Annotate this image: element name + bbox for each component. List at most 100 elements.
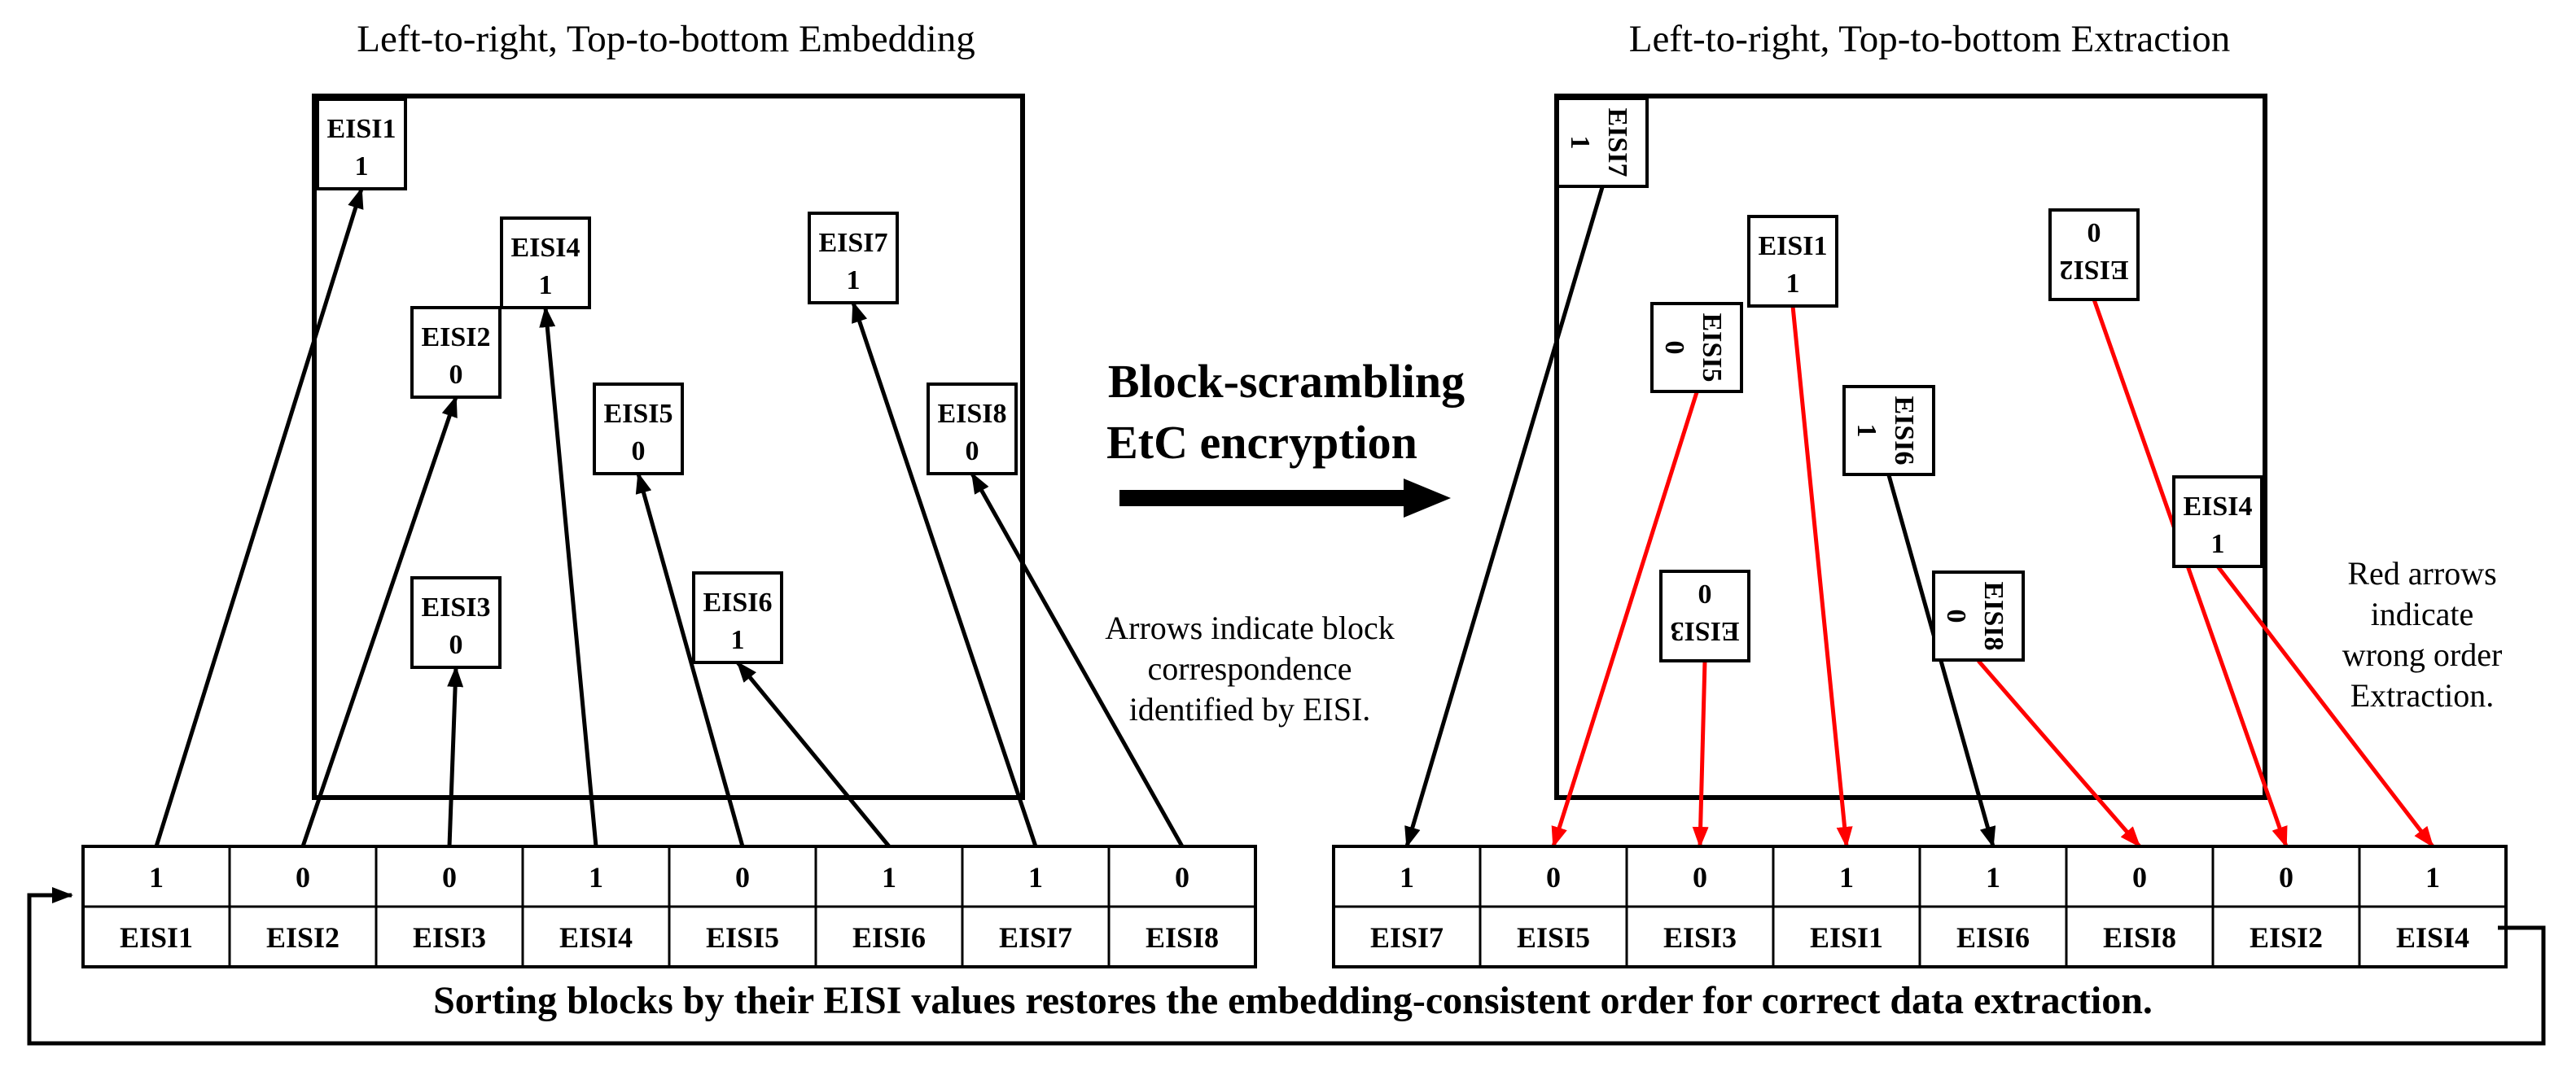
block-value: 1: [731, 625, 745, 655]
block-value: 1: [847, 265, 861, 295]
block-label: EISI4: [510, 233, 580, 263]
left-table-value-8: 0: [1175, 861, 1189, 894]
left-table-value-5: 0: [735, 861, 750, 894]
block-box: [500, 216, 591, 309]
right-table-label-1: EISI7: [1370, 921, 1444, 954]
right-block-eisi8: EISI8 0: [1932, 570, 2025, 662]
left-table-value-3: 0: [442, 861, 457, 894]
block-box: [593, 382, 684, 475]
left-block-eisi3: EISI3 0: [410, 576, 502, 669]
block-value: 1: [1786, 269, 1800, 299]
block-label: EISI1: [326, 114, 396, 144]
embedding-arrow-eisi8: [970, 472, 1185, 848]
encryption-label-line-2: EtC encryption: [1106, 416, 1417, 469]
block-label: EISI1: [1758, 231, 1827, 261]
left-block-eisi4: EISI4 1: [500, 216, 591, 309]
block-label: EISI6: [703, 588, 772, 618]
block-value: 0: [2088, 217, 2101, 247]
block-label: EISI6: [1889, 396, 1919, 465]
extraction-arrow-eisi3: [1692, 660, 1709, 848]
embedding-arrow-eisi6: [736, 661, 891, 848]
right-block-eisi6: EISI6 1: [1842, 385, 1935, 476]
block-box: [1932, 570, 2025, 662]
block-box: [410, 306, 502, 399]
block-label: EISI5: [603, 399, 672, 429]
left-table-label-1: EISI1: [120, 921, 193, 954]
right-block-eisi2: EISI2 0: [2048, 208, 2140, 301]
embedding-arrow-eisi5: [635, 472, 745, 847]
embedding-arrow-eisi4: [539, 306, 598, 847]
block-box: [316, 98, 407, 190]
encryption-arrow-head: [1404, 479, 1451, 518]
block-label: EISI8: [937, 399, 1006, 429]
block-value: 1: [539, 270, 553, 300]
left-table-value-6: 1: [882, 861, 896, 894]
block-box: [2048, 208, 2140, 301]
block-label: EISI2: [2059, 255, 2128, 285]
right-table-label-2: EISI5: [1517, 921, 1590, 954]
right-note-line-3: wrong order: [2342, 636, 2503, 673]
left-block-eisi5: EISI5 0: [593, 382, 684, 475]
block-label: EISI8: [1978, 581, 2009, 650]
left-block-eisi6: EISI6 1: [692, 571, 783, 664]
right-note-line-2: indicate: [2371, 596, 2474, 632]
left-block-eisi8: EISI8 0: [927, 382, 1018, 475]
left-note-line-1: Arrows indicate block: [1105, 610, 1394, 646]
block-label: EISI3: [421, 592, 490, 623]
extraction-arrow-eisi5: [1551, 391, 1699, 848]
left-table-value-7: 1: [1028, 861, 1043, 894]
right-panel-title: Left-to-right, Top-to-bottom Extraction: [1629, 18, 2231, 60]
footer-caption: Sorting blocks by their EISI values rest…: [433, 979, 2153, 1022]
extraction-arrow-eisi2: [2092, 299, 2289, 848]
arrow-layer: [154, 186, 2434, 848]
block-label: EISI2: [421, 322, 490, 352]
block-layer: EISI11EISI20EISI30EISI41EISI50EISI61EISI…: [316, 97, 2263, 669]
block-value: 1: [1565, 136, 1595, 150]
block-box: [410, 576, 502, 669]
left-table-label-7: EISI7: [999, 921, 1072, 954]
right-table-value-5: 1: [1986, 861, 2000, 894]
block-label: EISI7: [1602, 107, 1632, 177]
right-image-frame: [1554, 94, 2267, 800]
right-table-label-4: EISI1: [1810, 921, 1883, 954]
left-table-value-4: 1: [589, 861, 603, 894]
extraction-arrow-eisi8: [1977, 659, 2141, 848]
block-box: [692, 571, 783, 664]
embedding-arrow-eisi2: [300, 396, 458, 847]
block-value: 0: [1698, 579, 1712, 609]
right-table-label-8: EISI4: [2396, 921, 2469, 954]
block-value: 0: [966, 436, 979, 466]
block-box: [1659, 570, 1750, 662]
block-value: 0: [449, 630, 463, 660]
block-value: 1: [1851, 424, 1882, 438]
right-table-value-6: 0: [2132, 861, 2147, 894]
extraction-arrow-eisi1: [1790, 305, 1853, 848]
block-box: [1842, 385, 1935, 476]
left-panel-title: Left-to-right, Top-to-bottom Embedding: [357, 18, 975, 60]
block-value: 1: [355, 151, 369, 181]
block-label: EISI4: [2183, 492, 2252, 522]
left-table-label-6: EISI6: [852, 921, 926, 954]
right-table-label-3: EISI3: [1663, 921, 1737, 954]
block-value: 0: [449, 360, 463, 390]
left-note-line-3: identified by EISI.: [1129, 691, 1371, 728]
right-block-eisi7: EISI7 1: [1556, 97, 1649, 188]
extraction-arrow-eisi7: [1404, 186, 1605, 848]
feedback-loop-line: [27, 887, 2546, 1046]
block-value: 0: [1941, 610, 1971, 623]
right-table-value-4: 1: [1839, 861, 1854, 894]
block-value: 0: [632, 436, 646, 466]
block-box: [927, 382, 1018, 475]
block-label: EISI5: [1697, 313, 1727, 382]
extraction-arrow-eisi4: [2216, 565, 2434, 848]
right-note-line-1: Red arrows: [2347, 555, 2496, 592]
block-box: [1747, 215, 1838, 308]
block-box: [1556, 97, 1649, 188]
encryption-label-line-1: Block-scrambling: [1108, 355, 1465, 408]
left-table-label-8: EISI8: [1146, 921, 1219, 954]
